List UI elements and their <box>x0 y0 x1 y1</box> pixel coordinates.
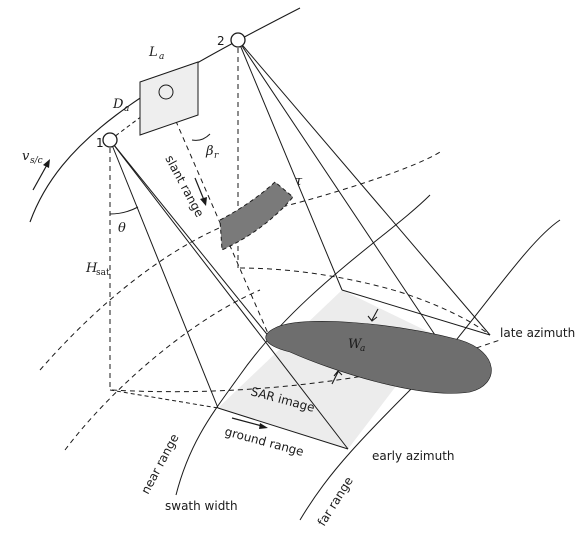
label-velocity-sub: s/c <box>30 156 43 166</box>
near-range-foot-dashed <box>109 389 219 409</box>
label-azimuth-width: W <box>348 337 363 352</box>
label-position-1: 1 <box>96 136 104 150</box>
label-velocity: v <box>22 149 30 164</box>
ground-curve-dashed-2 <box>64 289 261 451</box>
label-far-range: far range <box>315 474 356 528</box>
azimuth-width-arrow-top <box>367 308 379 322</box>
beam-line-1a <box>109 139 219 409</box>
antenna-center-marker <box>158 84 174 100</box>
boresight-line <box>164 95 271 339</box>
ground-curve-dashed-1 <box>39 151 441 371</box>
early-azimuth-edge <box>217 407 349 450</box>
label-slant-range: slant range <box>162 153 206 220</box>
label-swath-width: swath width <box>165 499 238 513</box>
label-sat-height: H <box>85 261 98 276</box>
azimuth-width-arrow-bottom <box>331 370 343 385</box>
azimuth-footprint <box>265 321 492 394</box>
ground-range-arrow <box>231 417 263 427</box>
label-near-range: near range <box>138 432 181 497</box>
beam-line-2c <box>237 39 491 336</box>
label-antenna-height-sub: a <box>124 104 129 114</box>
label-antenna-length-sub: a <box>159 52 164 62</box>
beam-line-2a <box>237 39 343 291</box>
look-angle-arc <box>109 206 139 215</box>
label-late-azimuth: late azimuth <box>500 326 575 340</box>
near-range-edge <box>175 194 431 496</box>
label-look-angle: θ <box>118 221 126 236</box>
label-azimuth-width-sub: a <box>360 344 365 354</box>
label-beamwidth-sub: r <box>214 151 219 161</box>
velocity-arrow <box>32 162 49 191</box>
antenna-link-dashed <box>109 109 151 141</box>
label-antenna-length: L <box>148 45 158 60</box>
beamwidth-arc <box>191 133 211 141</box>
pulse-segment <box>219 181 294 251</box>
satellite-position-1 <box>102 132 118 148</box>
slant-range-arrowhead <box>200 197 207 206</box>
ground-curve-dashed-4 <box>239 267 491 336</box>
label-antenna-height: D <box>112 97 124 112</box>
beam-line-1c <box>109 139 271 339</box>
label-sat-height-sub: sat <box>96 268 110 278</box>
beam-line-1b <box>109 139 349 450</box>
satellite-position-2 <box>230 32 246 48</box>
label-beamwidth: β <box>205 144 214 159</box>
velocity-arrowhead <box>43 159 50 168</box>
beam-line-2b <box>237 39 436 336</box>
label-early-azimuth: early azimuth <box>372 449 455 463</box>
label-position-2: 2 <box>217 34 225 48</box>
slant-range-arrow <box>194 177 205 201</box>
label-pulse-length: τ <box>295 174 303 189</box>
late-azimuth-edge <box>341 289 491 336</box>
ground-range-arrowhead <box>259 423 268 429</box>
